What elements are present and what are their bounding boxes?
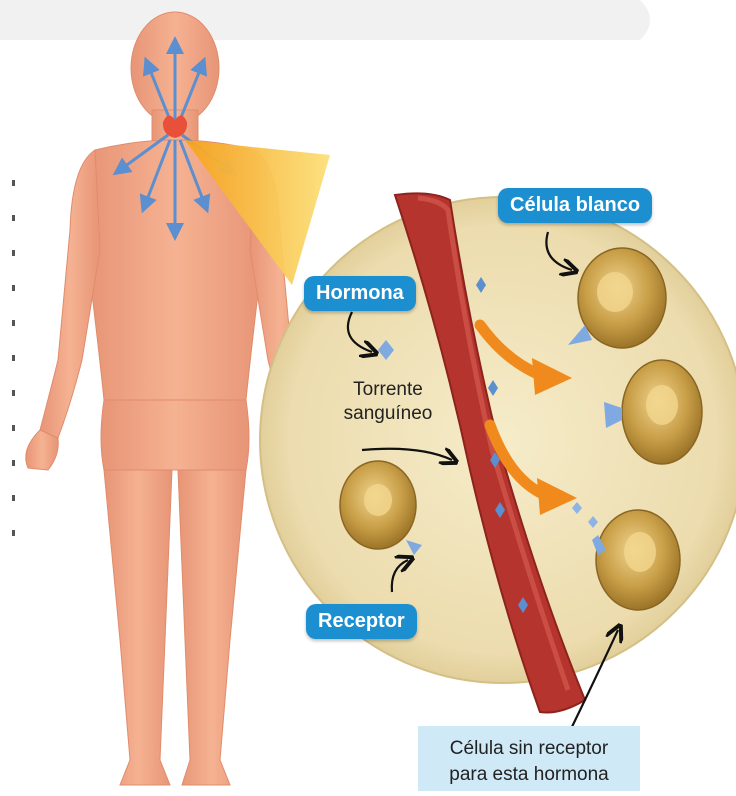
left-edge-marks [12,180,15,536]
label-no-receptor-line2: para esta hormona [432,762,626,788]
label-cell-without-receptor: Célula sin receptor para esta hormona [418,726,640,791]
label-receptor: Receptor [306,604,417,639]
label-target-cell: Célula blanco [498,188,652,223]
label-bloodstream-line2: sanguíneo [338,402,438,426]
top-band [0,0,650,40]
label-bloodstream-line1: Torrente [338,378,438,402]
label-bloodstream: Torrente sanguíneo [338,378,438,426]
label-no-receptor-line1: Célula sin receptor [432,736,626,762]
label-hormone: Hormona [304,276,416,311]
